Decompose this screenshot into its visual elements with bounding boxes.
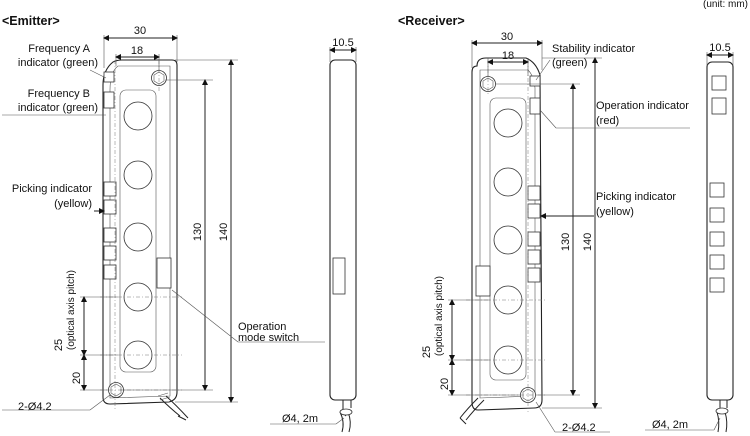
emitter-dim-pitch-note: (optical axis pitch) xyxy=(66,270,77,350)
emitter-dim-pitch: 25 xyxy=(53,339,65,351)
unit-note: (unit: mm) xyxy=(703,0,748,10)
emitter-dim-side-thickness: 10.5 xyxy=(332,37,353,49)
emitter-dim-end-offset: 20 xyxy=(71,372,83,384)
emitter-freq-a-indicator xyxy=(103,71,115,83)
receiver-label-picking-1: Picking indicator xyxy=(596,191,676,203)
emitter-lens-window xyxy=(119,89,157,373)
emitter-picking-indicator-2 xyxy=(103,199,117,215)
receiver-label-cable: Ø4, 2m xyxy=(652,419,688,431)
receiver-lens-3 xyxy=(493,225,523,255)
receiver-picking-indicator-5 xyxy=(527,267,541,283)
emitter-lens-2 xyxy=(123,160,153,190)
emitter-label-opmode-2: mode switch xyxy=(238,332,299,344)
receiver-label-stability-2: (green) xyxy=(552,57,587,69)
receiver-lens-2 xyxy=(493,167,523,197)
receiver-picking-indicator-2 xyxy=(527,203,541,219)
emitter-label-freq-a-1: Frequency A xyxy=(28,43,90,55)
emitter-dim-length: 140 xyxy=(218,223,230,241)
receiver-dim-pitch-note: (optical axis pitch) xyxy=(434,276,445,356)
emitter-label-opmode-1: Operation xyxy=(238,321,286,333)
emitter-side-view: 10.5 Ø4, 2m xyxy=(270,37,357,433)
receiver-label-holes: 2-Ø4.2 xyxy=(562,422,596,434)
emitter-picking-indicator-3 xyxy=(103,227,117,243)
emitter-picking-indicator-4 xyxy=(103,245,117,261)
emitter-label-holes: 2-Ø4.2 xyxy=(18,401,52,413)
receiver-side-block xyxy=(475,265,491,297)
emitter-freq-b-indicator xyxy=(103,91,115,109)
emitter-label-picking-1: Picking indicator xyxy=(12,183,92,195)
emitter-dim-axis-span: 130 xyxy=(192,223,204,241)
receiver-lens-window xyxy=(489,97,527,381)
emitter-label-freq-a-2: indicator (green) xyxy=(18,57,98,69)
receiver-dim-side-thickness: 10.5 xyxy=(709,42,730,54)
emitter-label-freq-b-1: Frequency B xyxy=(28,88,90,100)
receiver-label-stability-1: Stability indicator xyxy=(552,43,635,55)
receiver-side-view: 10.5 Ø4, 2m xyxy=(645,42,734,433)
emitter-picking-indicator-1 xyxy=(103,181,117,197)
receiver-label-operation-2: (red) xyxy=(596,115,619,127)
receiver-picking-indicator-3 xyxy=(527,231,541,247)
receiver-title: <Receiver> xyxy=(398,14,465,28)
emitter-label-freq-b-2: indicator (green) xyxy=(18,102,98,114)
receiver-view: <Receiver> xyxy=(398,14,734,434)
receiver-operation-indicator xyxy=(529,97,541,115)
receiver-lens-1 xyxy=(493,108,523,138)
emitter-op-mode-switch xyxy=(156,257,172,289)
emitter-picking-indicator-5 xyxy=(103,264,117,280)
emitter-lens-1 xyxy=(123,101,153,131)
receiver-cable xyxy=(459,397,485,425)
receiver-label-operation-1: Operation indicator xyxy=(596,100,689,112)
emitter-label-cable: Ø4, 2m xyxy=(282,413,318,425)
emitter-label-picking-2: (yellow) xyxy=(54,198,92,210)
receiver-dim-inner-width: 18 xyxy=(502,50,514,62)
receiver-dim-end-offset: 20 xyxy=(439,378,451,390)
emitter-view: <Emitter> xyxy=(2,14,357,433)
receiver-stability-indicator xyxy=(529,75,541,87)
receiver-label-picking-2: (yellow) xyxy=(596,206,634,218)
receiver-picking-indicator-1 xyxy=(527,185,541,201)
emitter-dim-width: 30 xyxy=(134,25,146,37)
emitter-lens-3 xyxy=(123,222,153,252)
receiver-dim-width: 30 xyxy=(501,31,513,43)
receiver-dim-length: 140 xyxy=(582,233,594,251)
receiver-dim-pitch: 25 xyxy=(421,346,433,358)
emitter-dim-inner-width: 18 xyxy=(131,45,143,57)
receiver-dim-axis-span: 130 xyxy=(560,233,572,251)
emitter-title: <Emitter> xyxy=(2,14,60,28)
emitter-lenses xyxy=(123,101,153,370)
receiver-picking-indicator-4 xyxy=(527,249,541,265)
